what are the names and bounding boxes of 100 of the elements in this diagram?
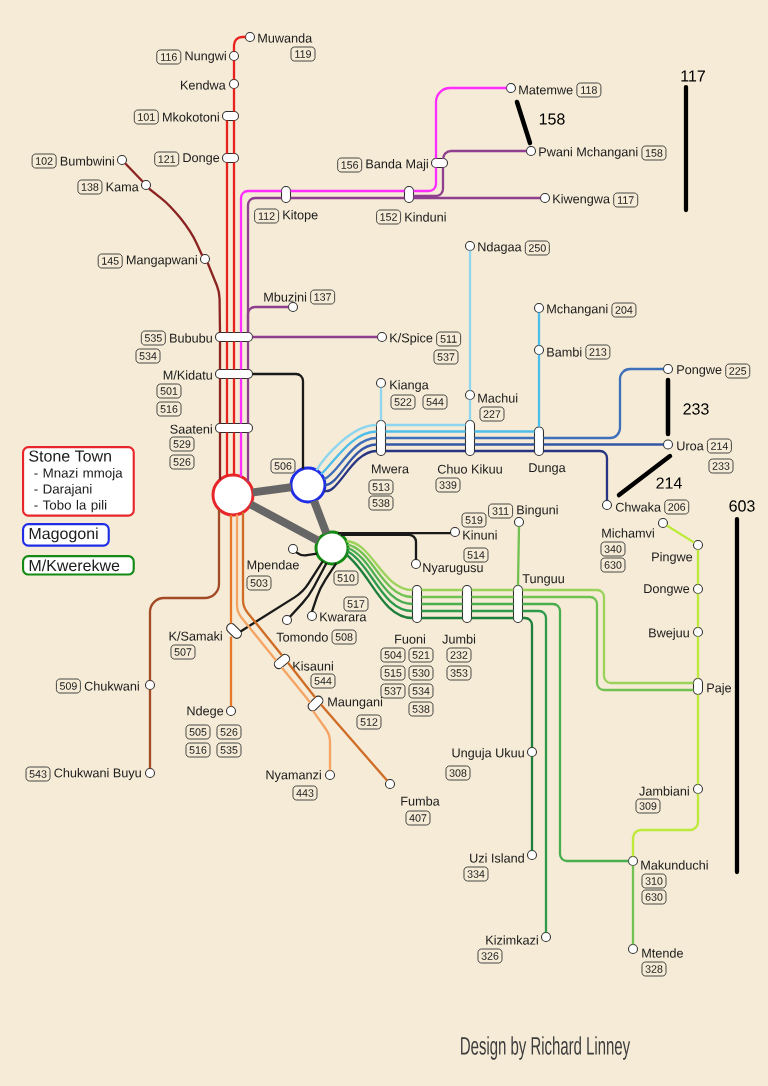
route-line — [696, 694, 700, 785]
route-badge: 512 — [356, 714, 382, 730]
station-name: Jambiani — [639, 786, 689, 796]
route-badge: 535 — [140, 330, 166, 346]
station-name: Makunduchi — [641, 860, 708, 870]
station-name: Tunguu — [522, 574, 564, 586]
route-badge: 501 — [156, 383, 182, 399]
route-badge: 529 — [169, 436, 195, 452]
route-line — [474, 443, 535, 446]
route-badge: 353 — [446, 665, 472, 681]
station-name: Michamvi — [602, 528, 654, 538]
route-badge: 537 — [380, 683, 406, 699]
route-line — [471, 609, 514, 613]
route-line — [232, 162, 236, 333]
station-name: Kiwengwa — [553, 194, 610, 206]
route-badge: 521 — [408, 647, 434, 663]
station-name: Mtende — [642, 948, 683, 958]
route-badge: 526 — [169, 454, 195, 470]
route-badge: 137 — [310, 289, 336, 305]
station-name: Mkokotoni — [163, 112, 219, 122]
route-badge: 112 — [254, 208, 279, 224]
route-line — [323, 449, 377, 493]
route-badge: 334 — [463, 866, 489, 882]
bracket-label: 603 — [729, 500, 755, 512]
route-line — [239, 378, 243, 424]
station-name: Kianga — [390, 380, 429, 392]
route-badge: 102 — [31, 153, 57, 169]
route-line — [474, 449, 535, 453]
route-line — [289, 562, 328, 618]
marker-bar — [616, 453, 673, 498]
station-name: Uzi Island — [470, 853, 524, 863]
route-line — [543, 443, 664, 446]
station-name: Chuo Kikuu — [437, 464, 502, 474]
station-name: Paje — [707, 683, 732, 695]
route-line — [666, 524, 695, 544]
route-badge: 233 — [708, 458, 734, 474]
route-badge: 328 — [641, 961, 667, 977]
route-badge: 538 — [368, 495, 394, 511]
key-box: Magogoni — [22, 523, 110, 547]
station-name: K/Samaki — [169, 631, 222, 641]
route-line — [696, 549, 700, 585]
station-name: Bumbwini — [60, 156, 114, 166]
route-badge: 204 — [611, 302, 637, 318]
route-line — [471, 616, 514, 620]
route-badge: 507 — [170, 644, 196, 660]
transfer-link — [310, 499, 331, 535]
route-line — [413, 167, 438, 193]
route-line — [232, 378, 236, 424]
route-badge: 227 — [479, 406, 505, 422]
station-name: Mbuzini — [264, 292, 307, 302]
route-line — [239, 189, 282, 333]
station-name: Kinduni — [405, 212, 446, 222]
route-line — [232, 120, 236, 154]
route-badge: 117 — [613, 192, 639, 208]
route-line — [631, 793, 700, 857]
route-line — [229, 514, 233, 624]
station-name: Kisauni — [293, 661, 333, 671]
route-line — [235, 514, 277, 662]
route-line — [218, 378, 222, 424]
route-line — [543, 367, 664, 440]
route-badge: 340 — [600, 541, 626, 557]
route-line — [421, 602, 463, 606]
route-line — [522, 616, 534, 748]
station-name: Uroa — [677, 441, 704, 451]
route-line — [468, 250, 472, 391]
station-name: Nungwi — [185, 51, 226, 63]
route-badge: 308 — [445, 765, 471, 781]
route-badge: 522 — [390, 394, 416, 410]
route-badge: 537 — [433, 349, 459, 365]
route-badge: 508 — [331, 629, 357, 645]
route-line — [232, 60, 236, 80]
route-badge: 119 — [290, 46, 316, 62]
edge-label: 233 — [681, 402, 711, 416]
route-badge: 118 — [576, 82, 602, 98]
route-line — [421, 609, 463, 613]
route-badge: 513 — [368, 479, 394, 495]
route-line — [474, 430, 535, 433]
route-line — [385, 423, 466, 427]
route-line — [218, 432, 222, 480]
station-name: Dongwe — [644, 584, 690, 596]
station-name: Tomondo — [276, 632, 328, 642]
route-line — [421, 588, 463, 592]
route-line — [345, 553, 413, 620]
station-name: Mchangani — [547, 304, 608, 316]
route-badge: 506 — [270, 458, 296, 474]
route-line — [246, 378, 250, 424]
key-box: Stone Town - Mnazi mmoja - Darajani - Tobo la pili — [22, 446, 135, 517]
route-line — [295, 551, 318, 557]
station-name: Kinuni — [463, 530, 497, 540]
station-name: Donge — [183, 153, 220, 165]
route-badge: 534 — [135, 348, 161, 364]
route-badge: 158 — [641, 145, 667, 161]
route-badge: 515 — [380, 665, 406, 681]
station-name: Mangapwani — [126, 255, 197, 267]
route-line — [232, 35, 246, 52]
route-line — [631, 865, 635, 945]
station-name: Kwarara — [320, 612, 367, 622]
route-line — [246, 341, 250, 370]
route-badge: 225 — [725, 363, 751, 379]
station-name: Bububu — [170, 333, 212, 343]
